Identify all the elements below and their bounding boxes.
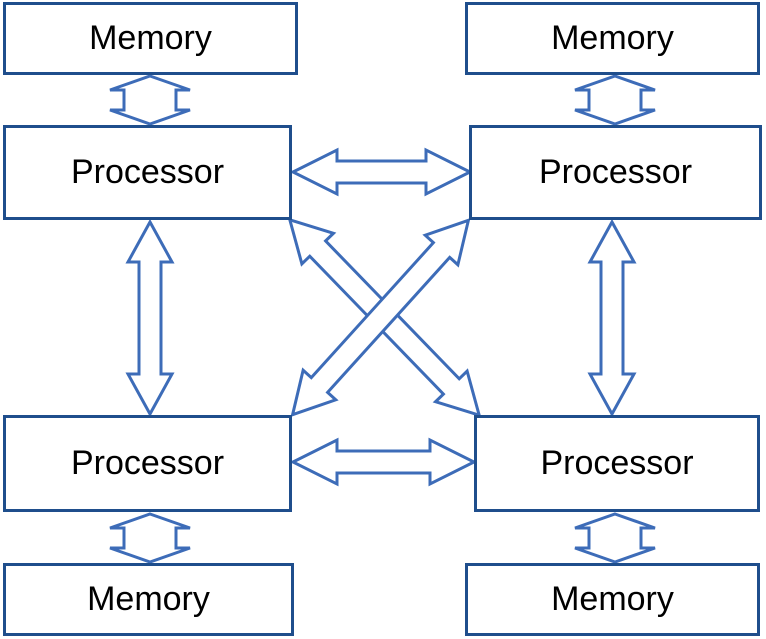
processor-box-bottom-right: Processor (474, 415, 760, 512)
memory-box-top-right: Memory (465, 2, 760, 75)
memory-box-top-left: Memory (3, 2, 298, 75)
processor-box-top-left: Processor (3, 125, 292, 220)
arrow-memory-top-right-to-processor (574, 74, 656, 126)
memory-box-bottom-left: Memory (3, 563, 294, 636)
processor-label: Processor (70, 444, 225, 482)
arrow-processor-left-vertical (125, 218, 175, 418)
memory-label: Memory (551, 580, 674, 618)
processor-box-bottom-left: Processor (3, 415, 292, 512)
processor-box-top-right: Processor (469, 125, 762, 220)
processor-label: Processor (70, 153, 225, 191)
arrow-processor-bottom-horizontal (289, 437, 478, 487)
arrow-memory-top-left-to-processor (109, 74, 191, 126)
memory-label: Memory (89, 19, 212, 57)
memory-box-bottom-right: Memory (465, 563, 760, 636)
arrow-processor-diagonal-bl-tr (290, 218, 471, 417)
arrow-processor-to-memory-bottom-right (574, 512, 656, 564)
memory-label: Memory (87, 580, 210, 618)
processor-label: Processor (540, 444, 694, 482)
arrow-processor-right-vertical (587, 218, 637, 418)
arrow-processor-to-memory-bottom-left (109, 512, 191, 564)
arrow-processor-top-horizontal (289, 147, 474, 197)
processor-label: Processor (538, 153, 693, 191)
memory-label: Memory (551, 19, 674, 57)
